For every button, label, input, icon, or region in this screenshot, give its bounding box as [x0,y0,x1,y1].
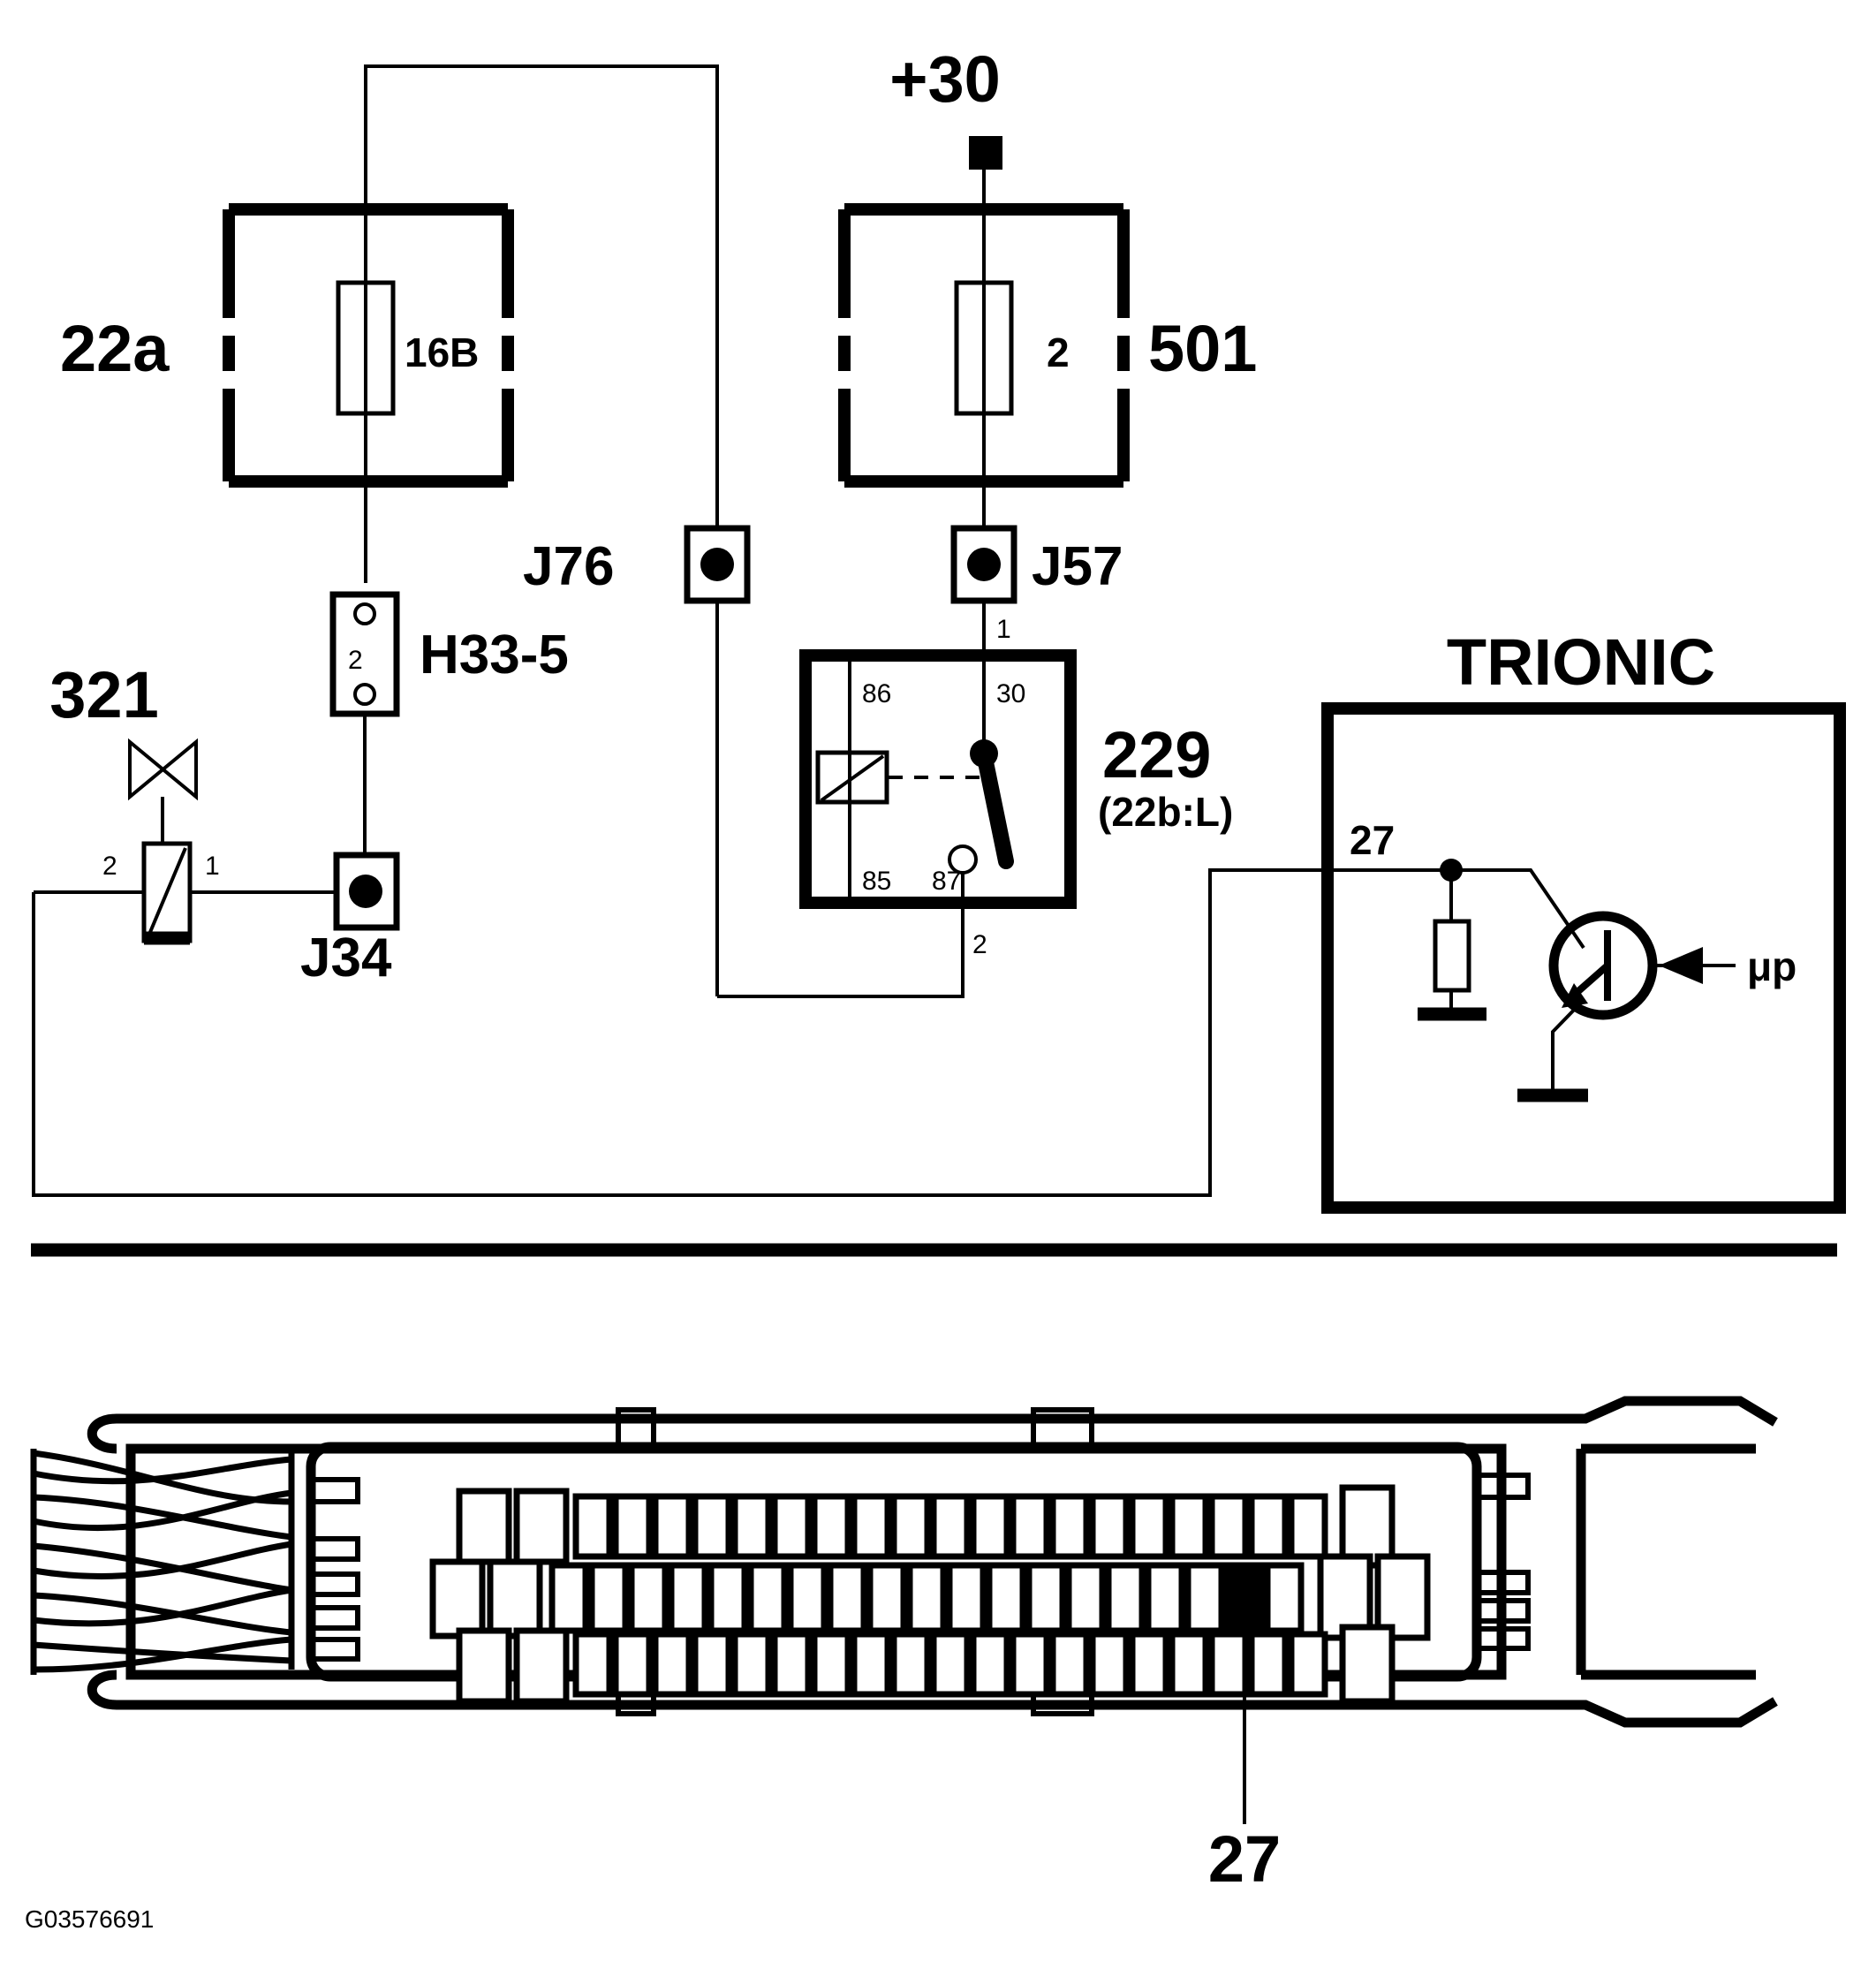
relay-wire-1-label: 1 [996,615,1011,644]
ecu-trionic [1321,702,1846,1214]
fuse-16b-label: 16B [405,329,479,375]
ecu-pin-27-label: 27 [1350,817,1395,863]
power-terminal-square [969,136,1002,170]
fusebox-501 [838,136,1130,583]
connector-row-middle [429,1553,1431,1641]
connector-h33-5-label: H33-5 [420,625,569,685]
connector-pin-27-label: 27 [1208,1822,1281,1896]
connector-row-bottom [456,1624,1396,1705]
component-229-sublabel: (22b:L) [1098,789,1233,835]
fusebox-22a [223,203,514,583]
component-229-relay [717,649,1077,998]
fuse-2-label: 2 [1047,329,1070,375]
component-229-label: 229 [1102,718,1211,791]
solenoid-pin-2-label: 2 [102,852,117,881]
wire-harness-bundle [30,1449,295,1675]
component-321-solenoid-valve [34,738,337,945]
relay-terminal-85-label: 85 [862,867,891,896]
figure-id-code: G03576691 [25,1905,154,1933]
relay-wire-2-label: 2 [972,930,987,959]
solenoid-pin-1-label: 1 [205,852,220,881]
relay-terminal-30-label: 30 [996,679,1025,708]
wire-solenoid-to-trionic-27 [32,868,1384,1197]
power-supply-label: +30 [889,42,1001,116]
connector-h33-5 [329,591,400,864]
fusebox-501-label: 501 [1148,312,1257,385]
connector-left-notches [311,1477,360,1662]
ecu-title: TRIONIC [1447,625,1715,699]
h33-5-pin-label: 2 [348,646,363,675]
connector-right-notches [1477,1473,1531,1651]
fusebox-22a-label: 22a [60,312,170,385]
microprocessor-label: μp [1747,943,1797,989]
connector-row-top [456,1484,1396,1569]
splice-j76-label: J76 [523,536,614,597]
connector-pictorial [30,1396,1778,1824]
relay-terminal-86-label: 86 [862,679,891,708]
connector-pin-27-highlight [1224,1562,1265,1634]
splice-j76 [684,525,751,996]
component-321-label: 321 [49,658,158,731]
splice-j57-label: J57 [1032,536,1123,597]
splice-j34 [333,852,400,931]
relay-terminal-87-label: 87 [932,867,961,896]
splice-j57 [950,525,1017,655]
splice-j34-label: J34 [300,928,392,988]
